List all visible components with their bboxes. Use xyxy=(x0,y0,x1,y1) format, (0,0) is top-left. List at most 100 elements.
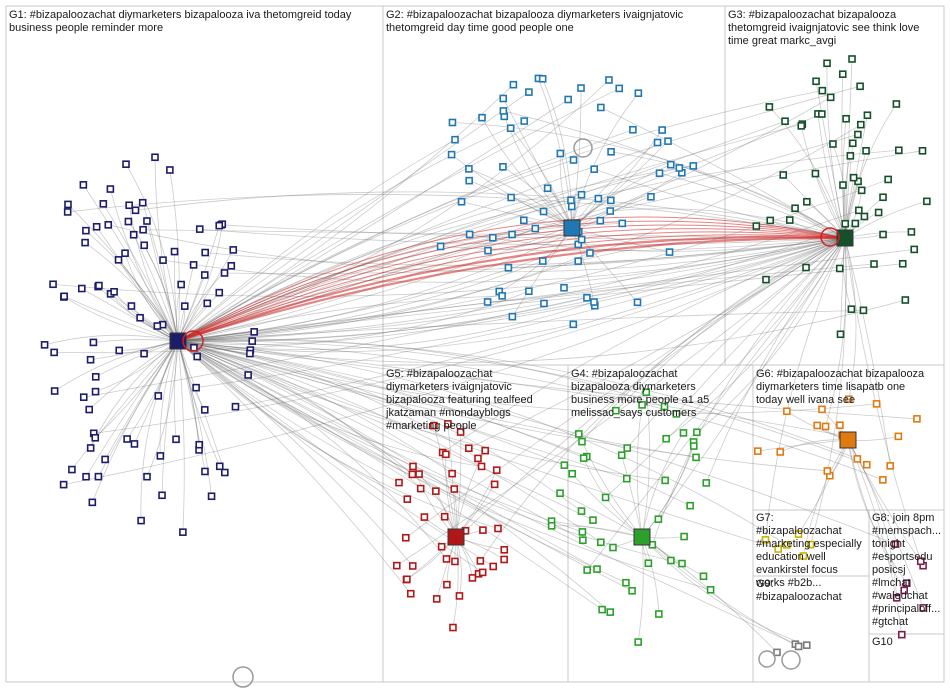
graph-node xyxy=(579,536,587,545)
graph-node xyxy=(250,328,258,336)
graph-node xyxy=(442,450,450,459)
graph-node xyxy=(450,485,459,493)
edge xyxy=(798,439,849,535)
graph-node xyxy=(679,429,688,437)
graph-node xyxy=(489,233,497,242)
graph-node xyxy=(408,470,417,479)
graph-node xyxy=(857,186,866,195)
graph-node xyxy=(95,281,103,290)
edge xyxy=(109,188,179,342)
edge xyxy=(571,129,663,229)
graph-node xyxy=(508,230,516,239)
graph-node xyxy=(579,454,588,462)
edge xyxy=(128,205,179,342)
graph-node xyxy=(136,313,144,322)
edge xyxy=(465,237,846,532)
graph-node xyxy=(499,94,508,103)
group-label-g7-line: evankirstel focus xyxy=(756,564,838,576)
graph-node xyxy=(246,349,254,358)
graph-node xyxy=(590,298,598,306)
edge xyxy=(177,299,906,363)
group-label-g3-line: thetomgreid ivaignjatovic see think love xyxy=(728,22,919,34)
edge xyxy=(67,204,179,342)
graph-node xyxy=(578,437,586,446)
group-label-g5-line: jkatzaman #mondayblogs xyxy=(385,407,511,419)
group-label-g8-line: #lmchat xyxy=(872,577,911,589)
graph-node xyxy=(797,122,806,130)
graph-node xyxy=(478,113,486,122)
edge xyxy=(447,423,457,538)
graph-node xyxy=(662,434,670,443)
graph-node xyxy=(86,444,95,452)
edge xyxy=(177,340,711,591)
edge xyxy=(91,340,179,503)
edge xyxy=(636,404,643,538)
edge xyxy=(177,340,400,483)
edge xyxy=(578,433,643,538)
edge xyxy=(510,127,573,229)
graph-node xyxy=(436,242,445,251)
edge xyxy=(641,536,807,646)
graph-node xyxy=(79,393,88,401)
highlight-edge xyxy=(177,235,846,343)
edge xyxy=(676,237,846,415)
graph-node xyxy=(846,152,855,160)
graph-node xyxy=(569,156,578,164)
graph-node xyxy=(752,222,761,230)
graph-node xyxy=(838,70,847,78)
edge xyxy=(177,295,503,342)
graph-node xyxy=(415,470,423,478)
group-label-g6-line: G6: #bizapaloozachat bizapalooza xyxy=(756,368,925,380)
graph-node xyxy=(577,190,586,199)
graph-node xyxy=(127,302,136,310)
group-label-g1: G1: #bizapaloozachat diymarketers bizapa… xyxy=(9,9,354,34)
graph-node xyxy=(597,103,605,112)
edge xyxy=(847,439,905,591)
graph-node xyxy=(449,623,457,632)
edge xyxy=(83,184,179,342)
graph-node xyxy=(123,435,131,443)
edge xyxy=(159,340,179,456)
graph-node xyxy=(821,422,830,431)
graph-node xyxy=(577,235,586,244)
graph-node xyxy=(79,181,88,189)
edge xyxy=(143,245,179,342)
graph-node xyxy=(606,608,615,616)
graph-node xyxy=(762,275,770,284)
graph-node xyxy=(901,296,910,304)
graph-node xyxy=(125,201,133,210)
nodes-layer xyxy=(40,55,931,688)
graph-node xyxy=(583,293,591,302)
edge xyxy=(177,340,594,521)
edge xyxy=(757,439,849,452)
edge xyxy=(841,74,846,239)
graph-node xyxy=(60,292,68,301)
graph-node xyxy=(177,280,185,289)
edge xyxy=(177,323,574,353)
graph-node xyxy=(589,516,597,524)
edge xyxy=(83,237,846,398)
graph-node xyxy=(779,171,788,179)
graph-node xyxy=(401,533,410,542)
edge xyxy=(177,124,862,342)
edge xyxy=(765,237,846,540)
graph-node xyxy=(220,269,229,277)
edge xyxy=(108,224,846,273)
graph-node xyxy=(560,461,569,469)
graph-node xyxy=(634,89,643,97)
graph-node xyxy=(849,173,858,182)
graph-node xyxy=(200,271,209,279)
graph-node xyxy=(803,197,811,206)
graph-node xyxy=(567,202,576,211)
graph-node xyxy=(898,259,907,268)
graph-node xyxy=(124,217,133,226)
graph-node xyxy=(560,283,568,292)
edge xyxy=(847,439,908,584)
graph-node xyxy=(874,208,883,217)
graph-node xyxy=(886,462,895,470)
graph-node xyxy=(667,556,675,565)
edge xyxy=(67,194,846,239)
graph-node xyxy=(642,388,651,397)
group-label-g2-line: thetomgreid day time good people one xyxy=(386,22,574,34)
edge xyxy=(177,340,666,481)
